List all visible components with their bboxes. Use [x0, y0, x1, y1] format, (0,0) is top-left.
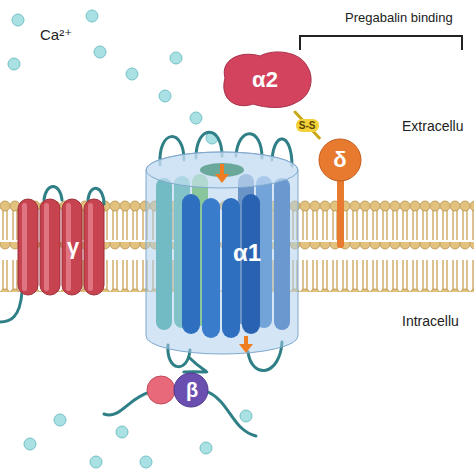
bond-label: S-S — [296, 119, 319, 132]
label-holder: α2 — [215, 48, 315, 112]
label-holder: δ — [318, 138, 362, 182]
intracellular-loop — [184, 357, 207, 372]
gamma-subunit: γ — [14, 195, 110, 299]
calcium-ions — [8, 10, 252, 468]
subunit-label: α2 — [252, 68, 278, 92]
beta-shape — [145, 372, 211, 408]
label-holder: α1 — [142, 150, 302, 357]
side-label: Extracellu — [402, 118, 463, 135]
label-holder: β — [145, 372, 211, 408]
binding-note: Pregabalin binding — [345, 10, 453, 26]
subunit-label: β — [186, 379, 198, 401]
alpha1-subunit: α1 — [142, 150, 302, 357]
ion-label: Ca²⁺ — [40, 26, 72, 44]
pregabalin-bracket — [300, 36, 462, 50]
subunit-label: α1 — [233, 240, 261, 266]
label-holder: γ — [14, 195, 110, 299]
beta-subunit: β — [145, 372, 211, 408]
gamma-helices — [14, 195, 110, 299]
disulfide-bond — [295, 112, 319, 138]
subunit-label: γ — [67, 235, 79, 259]
delta-subunit: δ — [318, 138, 362, 182]
alpha2-subunit: α2 — [215, 48, 315, 112]
subunit-label: δ — [333, 148, 346, 172]
alpha1-cylinder — [142, 150, 302, 357]
delta-stalk — [337, 178, 344, 248]
side-label: Intracellu — [402, 313, 459, 330]
